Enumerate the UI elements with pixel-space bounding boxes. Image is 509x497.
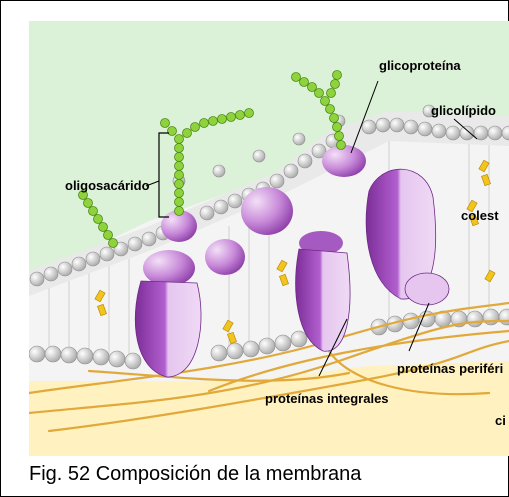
label-glycolipid: glicolípido <box>431 103 496 118</box>
label-integral-proteins: proteínas integrales <box>265 391 389 406</box>
label-peripheral-proteins: proteínas periféri <box>397 361 503 376</box>
label-oligosaccharide: oligosacárido <box>65 178 150 193</box>
integral-protein-left <box>135 250 201 377</box>
membrane-diagram: glicoproteína glicolípido oligosacárido … <box>29 21 509 456</box>
figure-caption: Fig. 52 Composición de la membrana <box>29 463 361 486</box>
label-cholesterol: colest <box>461 208 499 223</box>
label-cytoskeleton: ci <box>495 413 506 428</box>
label-glycoprotein: glicoproteína <box>379 58 461 73</box>
